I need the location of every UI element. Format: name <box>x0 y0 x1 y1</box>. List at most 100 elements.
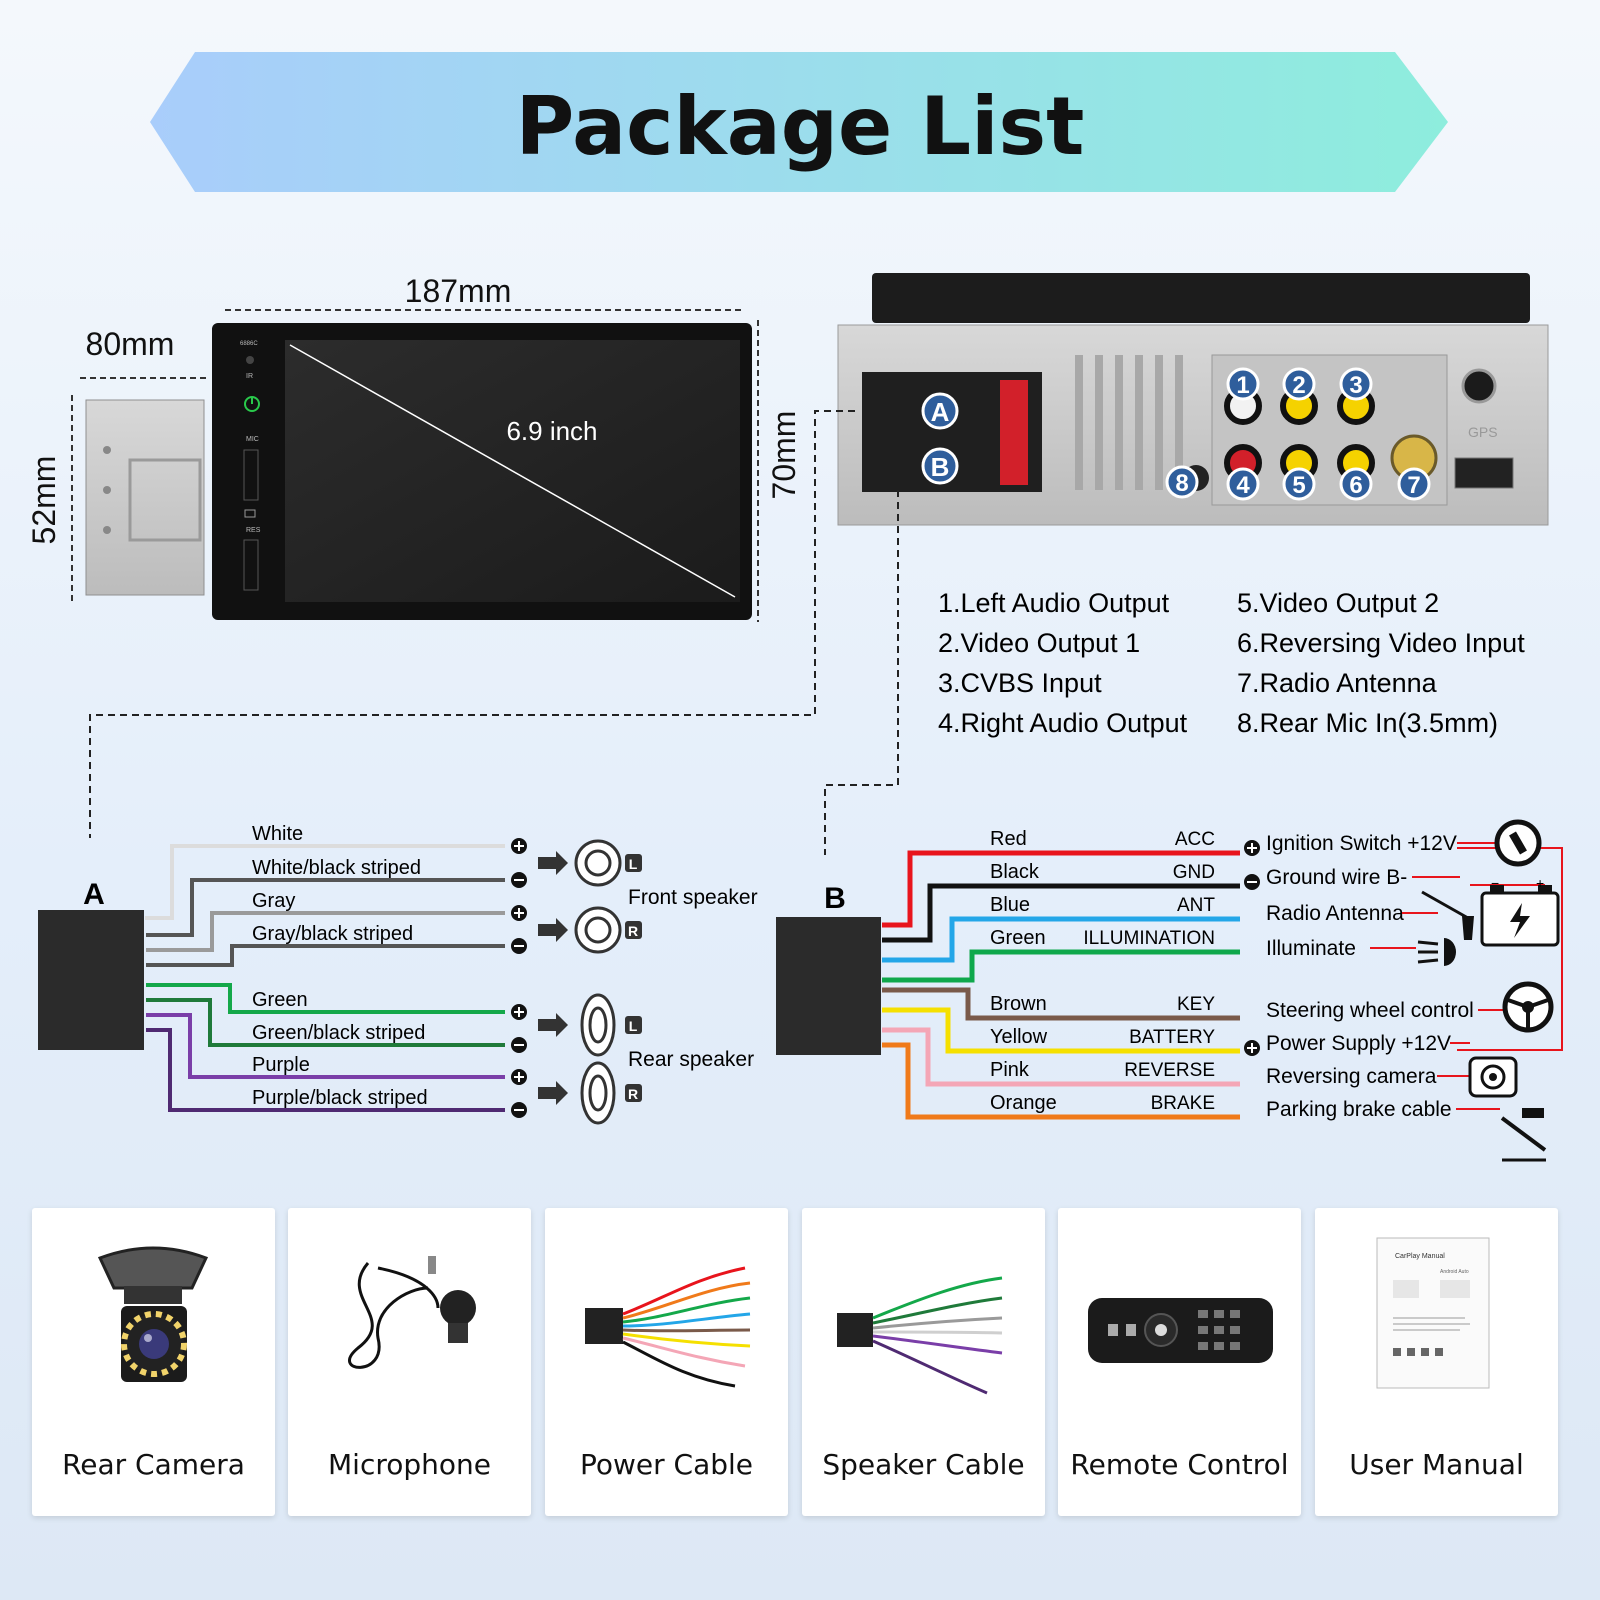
speaker-icon: L <box>538 993 642 1057</box>
channel-mark: L <box>625 1016 642 1034</box>
speaker-cable-icon <box>837 1276 1003 1395</box>
chassis-bracket <box>128 458 202 542</box>
port-badge: 7 <box>1397 467 1431 501</box>
usb-slot <box>243 449 259 501</box>
svg-text:3: 3 <box>1349 372 1362 399</box>
plus-terminal-icon <box>511 838 527 854</box>
manual-subtitle: Android Auto <box>1440 1269 1469 1275</box>
fuse-block <box>1000 380 1028 485</box>
wire-function-label: BRAKE <box>1151 1093 1215 1114</box>
battery-icon: − + <box>1480 875 1560 947</box>
chassis-hole <box>103 446 111 454</box>
connector-badge-a: A <box>921 392 959 430</box>
harness-b-label: B <box>824 882 846 915</box>
rear-camera-icon <box>97 1246 209 1382</box>
svg-text:R: R <box>628 923 638 939</box>
front-height-label: 70mm <box>766 411 802 500</box>
port-legend-item: 3.CVBS Input <box>938 668 1102 698</box>
port-legend-item: 5.Video Output 2 <box>1237 588 1439 618</box>
minus-terminal-icon <box>511 1102 527 1118</box>
harness-a-wire: Purple <box>146 1013 527 1085</box>
port-legend-item: 6.Reversing Video Input <box>1237 628 1525 658</box>
wire-function-label: ANT <box>1177 895 1215 916</box>
wire-color-label: Blue <box>990 894 1030 916</box>
package-card-microphone: Microphone <box>288 1208 531 1516</box>
title-banner: Package List <box>150 52 1448 192</box>
destination-label: Parking brake cable <box>1266 1098 1452 1121</box>
harness-a-plug <box>38 910 144 1050</box>
wire-function-label: REVERSE <box>1124 1060 1215 1081</box>
svg-text:B: B <box>931 452 950 482</box>
antenna-icon <box>1421 890 1474 940</box>
plus-terminal-icon <box>1244 1040 1260 1056</box>
mic-label: MIC <box>246 436 259 443</box>
gps-label: GPS <box>1468 424 1498 440</box>
banner-shape <box>150 52 1448 192</box>
harness-b-wire: Pink REVERSE <box>882 1027 1240 1087</box>
wire-color-label: Orange <box>990 1092 1057 1114</box>
wire-color-label: Purple <box>252 1054 310 1076</box>
speaker-group-label: Front speaker <box>628 886 758 909</box>
port-badge: 2 <box>1282 367 1316 401</box>
rear-usb-port <box>1454 457 1514 489</box>
harness-a-wire: White/black striped <box>146 857 527 937</box>
svg-text:−: − <box>1491 875 1499 891</box>
speaker-group-label: Rear speaker <box>628 1048 754 1071</box>
depth-label: 80mm <box>86 326 175 362</box>
plus-terminal-icon <box>511 1004 527 1020</box>
power-cable-icon <box>585 1266 751 1388</box>
head-unit-front: 6.9 inch 6886C IR MIC RES 187mm 80mm 52m… <box>26 273 802 622</box>
destination-label: Power Supply +12V <box>1266 1032 1451 1055</box>
package-item-label: Rear Camera <box>62 1448 245 1481</box>
rear-top-cover <box>872 273 1530 323</box>
package-items: Rear Camera Microphone Power Cable <box>0 1208 1600 1518</box>
wire-color-label: Yellow <box>990 1026 1048 1048</box>
destination-label: Steering wheel control <box>1266 999 1474 1022</box>
port-badge: 3 <box>1339 367 1373 401</box>
parking-brake-icon <box>1500 1108 1547 1162</box>
port-legend-item: 4.Right Audio Output <box>938 708 1188 738</box>
svg-text:4: 4 <box>1236 472 1250 499</box>
harness-a-label: A <box>83 878 105 911</box>
destination-label: Reversing camera <box>1266 1065 1437 1088</box>
ignition-icon <box>1494 819 1542 867</box>
wire-function-label: BATTERY <box>1129 1027 1215 1048</box>
wire-destination: Ignition Switch +12V <box>1244 832 1495 856</box>
screen-size-label: 6.9 inch <box>506 416 597 446</box>
port-badge: 8 <box>1165 465 1199 499</box>
channel-mark: R <box>625 1084 642 1102</box>
package-card-rear-camera: Rear Camera <box>32 1208 275 1516</box>
wire-color-label: Green <box>990 927 1046 949</box>
wire-color-label: White <box>252 823 303 845</box>
package-item-label: Speaker Cable <box>822 1448 1025 1481</box>
chassis-hole <box>103 526 111 534</box>
port-badge: 5 <box>1282 467 1316 501</box>
port-legend-item: 1.Left Audio Output <box>938 588 1170 618</box>
destination-label: Illuminate <box>1266 937 1356 960</box>
unit-chassis <box>85 399 205 596</box>
wire-color-label: Brown <box>990 993 1047 1015</box>
wire-color-label: Pink <box>990 1059 1030 1081</box>
wire-destination: Power Supply +12V <box>1244 1032 1470 1056</box>
port-legend-item: 7.Radio Antenna <box>1237 668 1438 698</box>
wire-destination: Illuminate <box>1266 937 1416 960</box>
leader-lines <box>89 410 899 855</box>
plus-terminal-icon <box>1244 840 1260 856</box>
channel-mark: R <box>625 921 642 939</box>
harness-a-wire: Green <box>146 983 527 1020</box>
port-legend-item: 2.Video Output 1 <box>938 628 1140 658</box>
speaker-icon: L <box>538 839 642 887</box>
screen-diagonal <box>289 344 736 598</box>
model-label: 6886C <box>240 341 258 347</box>
svg-text:+: + <box>1536 875 1544 891</box>
plus-terminal-icon <box>511 1069 527 1085</box>
port-badge: 4 <box>1226 467 1260 501</box>
microphone-icon <box>348 1256 476 1369</box>
harness-a-wire: Purple/black striped <box>146 1028 527 1118</box>
port-badge: 1 <box>1226 367 1260 401</box>
